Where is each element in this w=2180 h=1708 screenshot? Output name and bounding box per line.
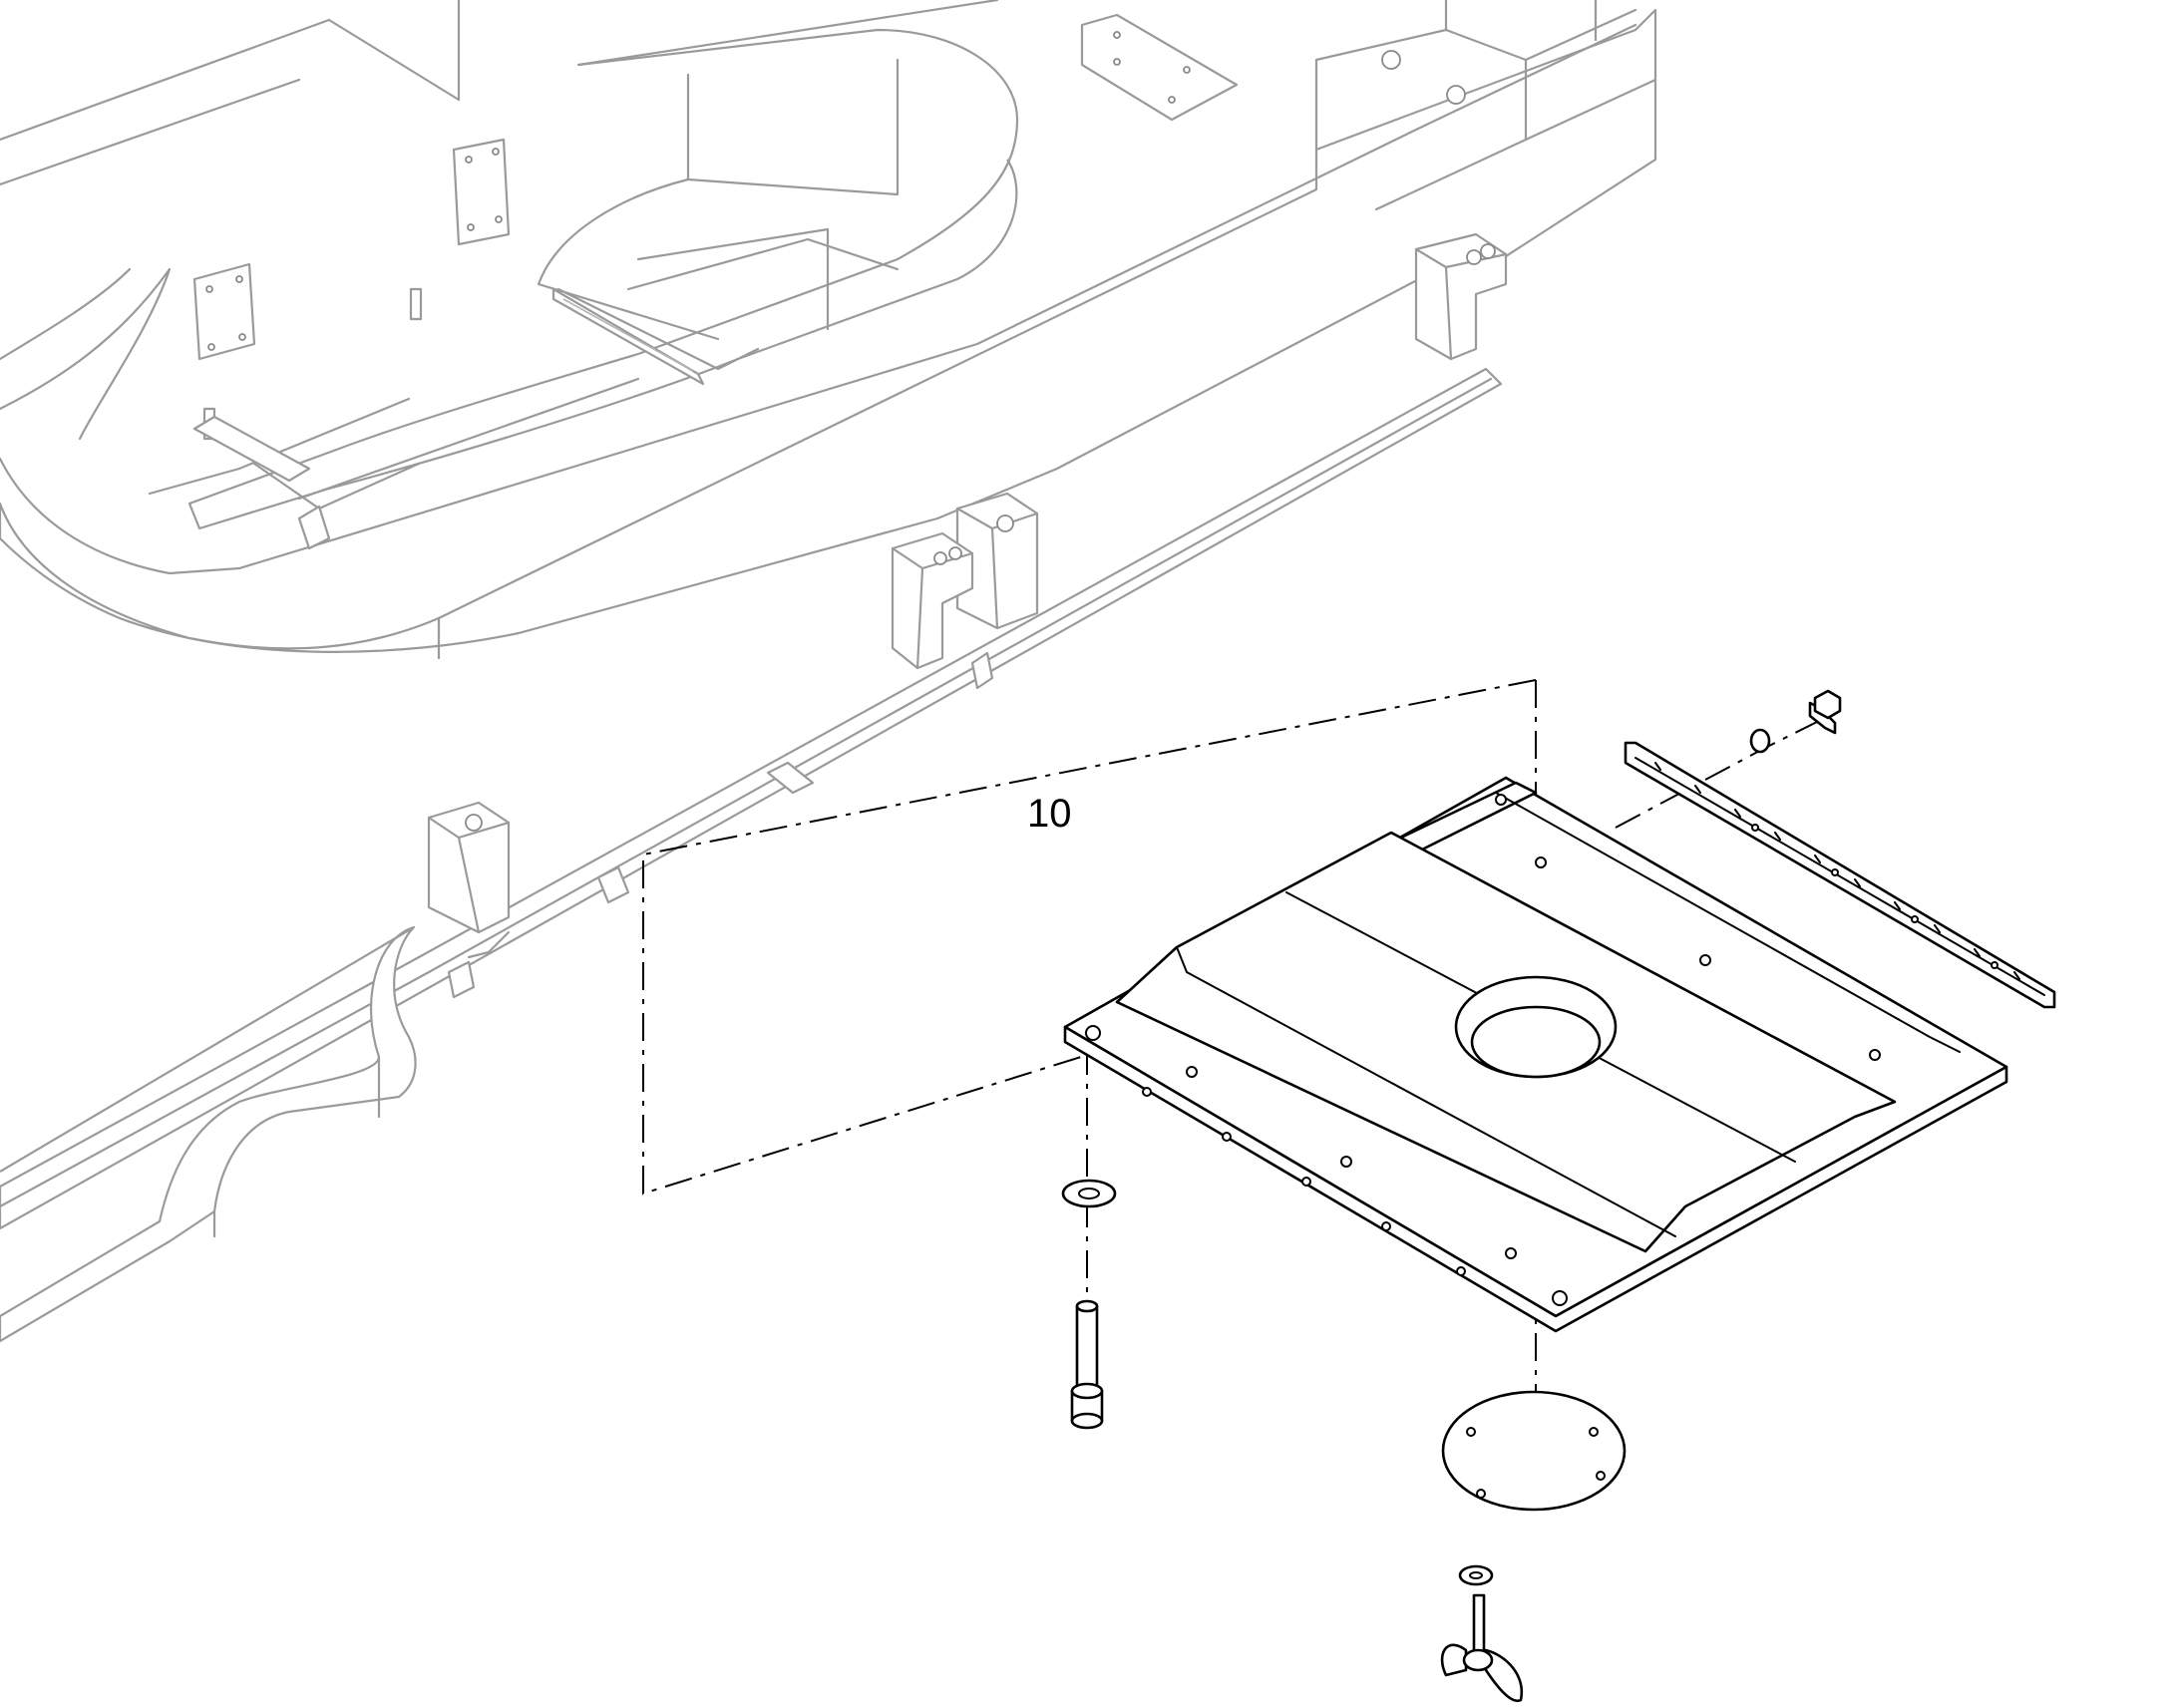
rail-bracket-3 <box>596 865 630 904</box>
socket-head-bolt <box>1070 1299 1104 1430</box>
support-block-3 <box>891 531 974 670</box>
frame-pad-1 <box>452 138 511 246</box>
notched-strip <box>1624 741 2056 1009</box>
rail-bracket-5 <box>192 415 311 483</box>
assembly-boundary-line <box>642 679 1537 1196</box>
strip-bolt <box>1808 689 1842 735</box>
support-block-4 <box>427 801 511 934</box>
cover-disc <box>1441 1390 1627 1512</box>
lower-frame-contour <box>0 925 417 1343</box>
support-block-2 <box>955 492 1039 630</box>
wing-screw-washer <box>1458 1564 1494 1586</box>
exploded-parts <box>642 679 2056 1703</box>
support-block-1 <box>1414 232 1508 361</box>
inner-slide-bar <box>551 287 705 386</box>
strip-lock-washer <box>1749 728 1771 754</box>
frame-pad-2 <box>192 262 256 361</box>
rail-bracket-6 <box>297 505 331 550</box>
frame-slot-1 <box>409 287 423 321</box>
rail-bracket-4 <box>447 960 476 999</box>
left-washer <box>1061 1179 1117 1208</box>
rail-bracket-2 <box>766 761 815 795</box>
chassis-frame <box>0 0 1657 1343</box>
mounting-plate <box>1063 776 2008 1333</box>
assembly-callout-label: 10 <box>1027 792 1072 836</box>
rail-bracket-1 <box>970 651 994 690</box>
frame-pad-3 <box>1080 13 1239 122</box>
wing-screw <box>1440 1593 1524 1703</box>
